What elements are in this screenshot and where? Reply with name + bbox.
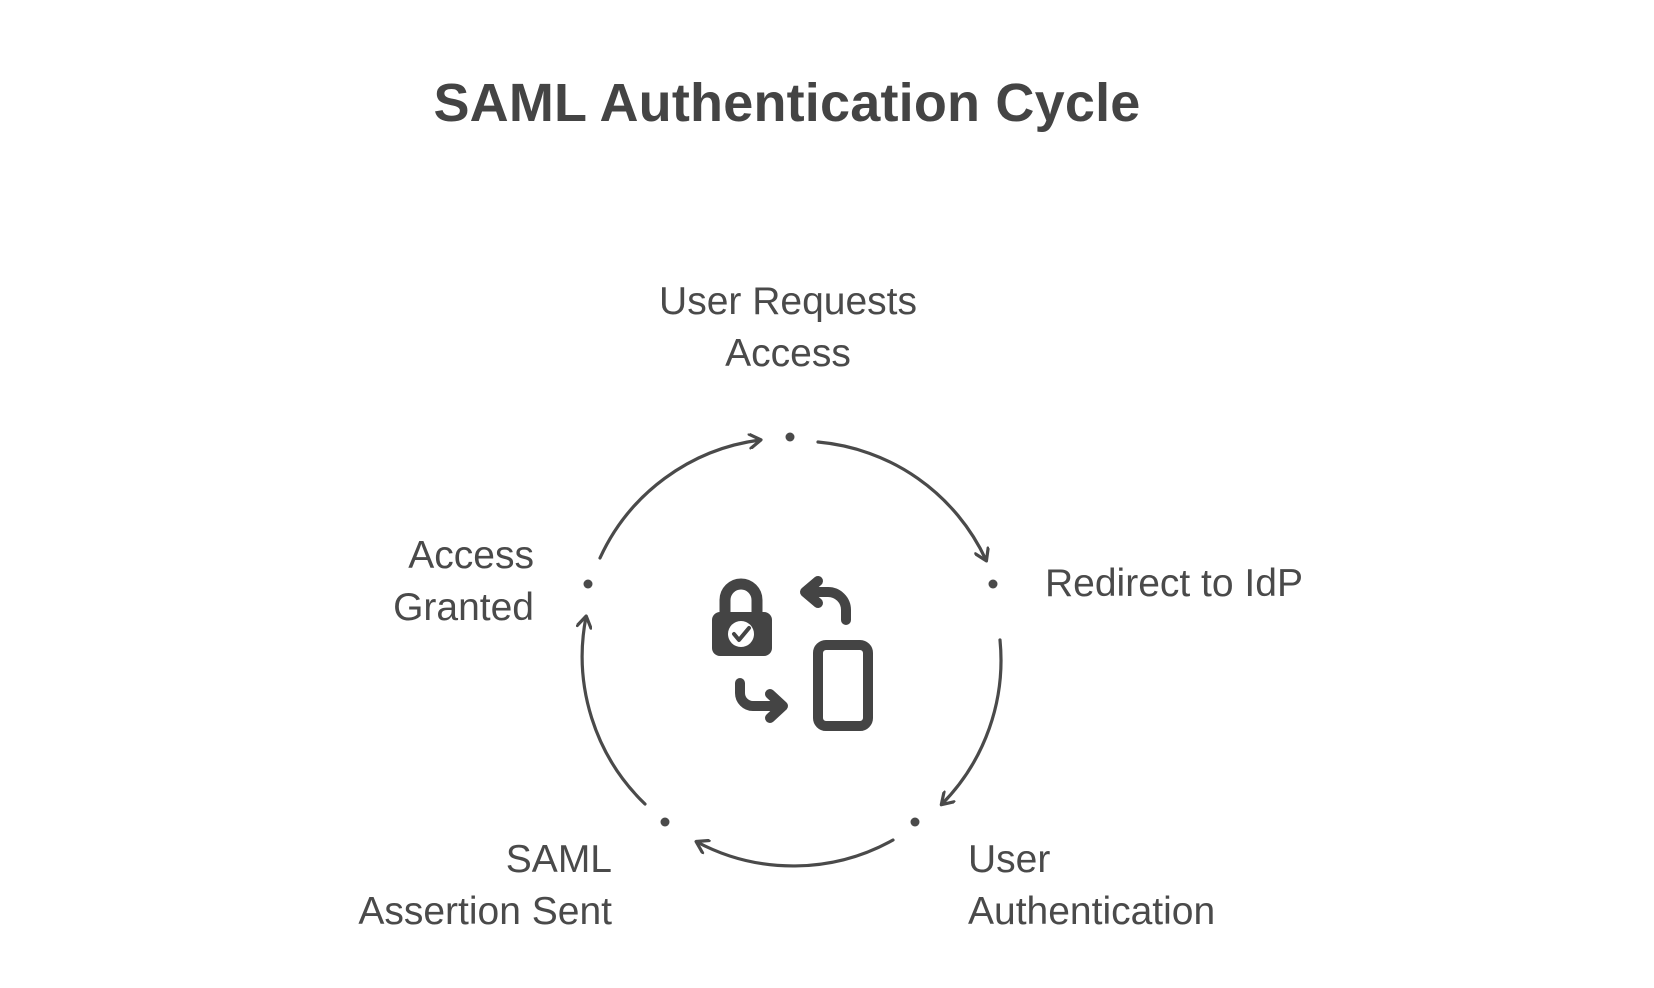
node-assertion	[660, 817, 670, 827]
step-label-line: Assertion Sent	[358, 890, 612, 933]
arrow-granted-to-request	[598, 440, 760, 560]
arrow-redirect-to-authentication	[942, 638, 1003, 804]
node-request	[785, 432, 795, 442]
step-label-redirect: Redirect to IdP	[1045, 558, 1303, 610]
lock-check-phone-exchange-icon	[712, 576, 873, 731]
step-label-line: Authentication	[968, 890, 1216, 933]
step-label-line: Granted	[393, 586, 534, 629]
step-label-request: User Requests Access	[588, 276, 988, 380]
check-icon	[732, 626, 751, 642]
arrow-authentication-to-assertion	[697, 838, 895, 868]
step-label-line: User	[968, 838, 1051, 881]
diagram-title: SAML Authentication Cycle	[433, 73, 1141, 133]
phone-icon	[813, 640, 873, 731]
step-label-line: Redirect to IdP	[1045, 562, 1303, 605]
step-label-authentication: User Authentication	[968, 834, 1215, 938]
step-label-granted: Access Granted	[134, 530, 534, 634]
step-label-line: User Requests	[659, 280, 917, 323]
step-label-line: Access	[408, 534, 534, 577]
cycle-arrows	[582, 440, 1003, 868]
node-granted	[583, 579, 593, 589]
arrow-request-to-redirect	[816, 440, 986, 560]
check-circle-icon	[728, 621, 754, 647]
step-label-line: Access	[725, 332, 851, 375]
node-authentication	[910, 817, 920, 827]
step-label-assertion: SAML Assertion Sent	[212, 834, 612, 938]
return-left-arrow-icon	[800, 576, 851, 625]
arrow-assertion-to-granted	[582, 617, 647, 806]
node-redirect	[988, 579, 998, 589]
cycle-nodes	[583, 432, 998, 827]
step-label-line: SAML	[505, 838, 612, 881]
return-right-arrow-icon	[735, 678, 788, 723]
